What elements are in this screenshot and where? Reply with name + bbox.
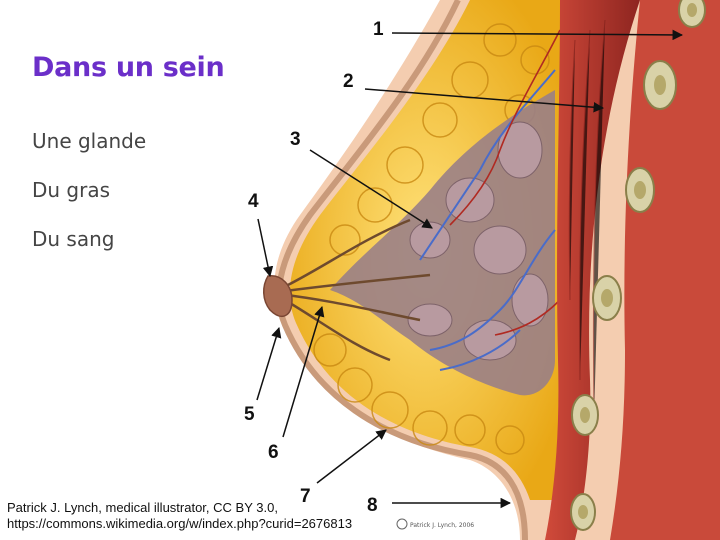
rib-cores [578, 3, 697, 519]
label-3: 3 [290, 129, 301, 150]
slide-title: Dans un sein [32, 52, 225, 83]
muscle-fibers [568, 19, 606, 421]
credit-author: Patrick J. Lynch, medical illustrator, C… [7, 500, 278, 515]
image-credit: Patrick J. Lynch, medical illustrator, C… [7, 500, 352, 532]
number-labels: 1 2 3 4 5 6 7 8 [244, 19, 384, 516]
arrow-7 [316, 429, 387, 484]
bullet-item: Une glande [32, 129, 147, 153]
label-2: 2 [343, 71, 354, 92]
illustrator-signature: Patrick J. Lynch, 2006 [396, 518, 474, 530]
cc-logo-icon [396, 518, 408, 530]
label-1: 1 [373, 19, 384, 40]
label-7: 7 [300, 486, 311, 507]
label-arrows [256, 29, 684, 509]
arrow-6 [282, 305, 325, 438]
pectoral-muscle [545, 0, 640, 540]
arrow-4 [257, 218, 274, 278]
signature-text: Patrick J. Lynch, 2006 [410, 522, 474, 529]
chest-wall [610, 0, 720, 540]
nipple [263, 275, 293, 318]
label-5: 5 [244, 404, 255, 425]
arrow-2 [364, 88, 605, 113]
breast-skin-outline [276, 0, 528, 540]
bullet-item: Du gras [32, 178, 111, 202]
arteries [449, 29, 561, 336]
arrow-3 [309, 149, 433, 229]
label-8: 8 [367, 495, 378, 516]
arrow-1 [391, 29, 684, 41]
credit-url: https://commons.wikimedia.org/w/index.ph… [7, 516, 353, 531]
bullet-item: Du sang [32, 227, 115, 251]
bullet-list: Une glande Du gras Du sang [32, 127, 146, 274]
veins [419, 69, 556, 371]
label-4: 4 [248, 191, 259, 212]
label-6: 6 [268, 442, 279, 463]
arrow-5 [256, 326, 282, 401]
gland-lobules [407, 121, 549, 361]
